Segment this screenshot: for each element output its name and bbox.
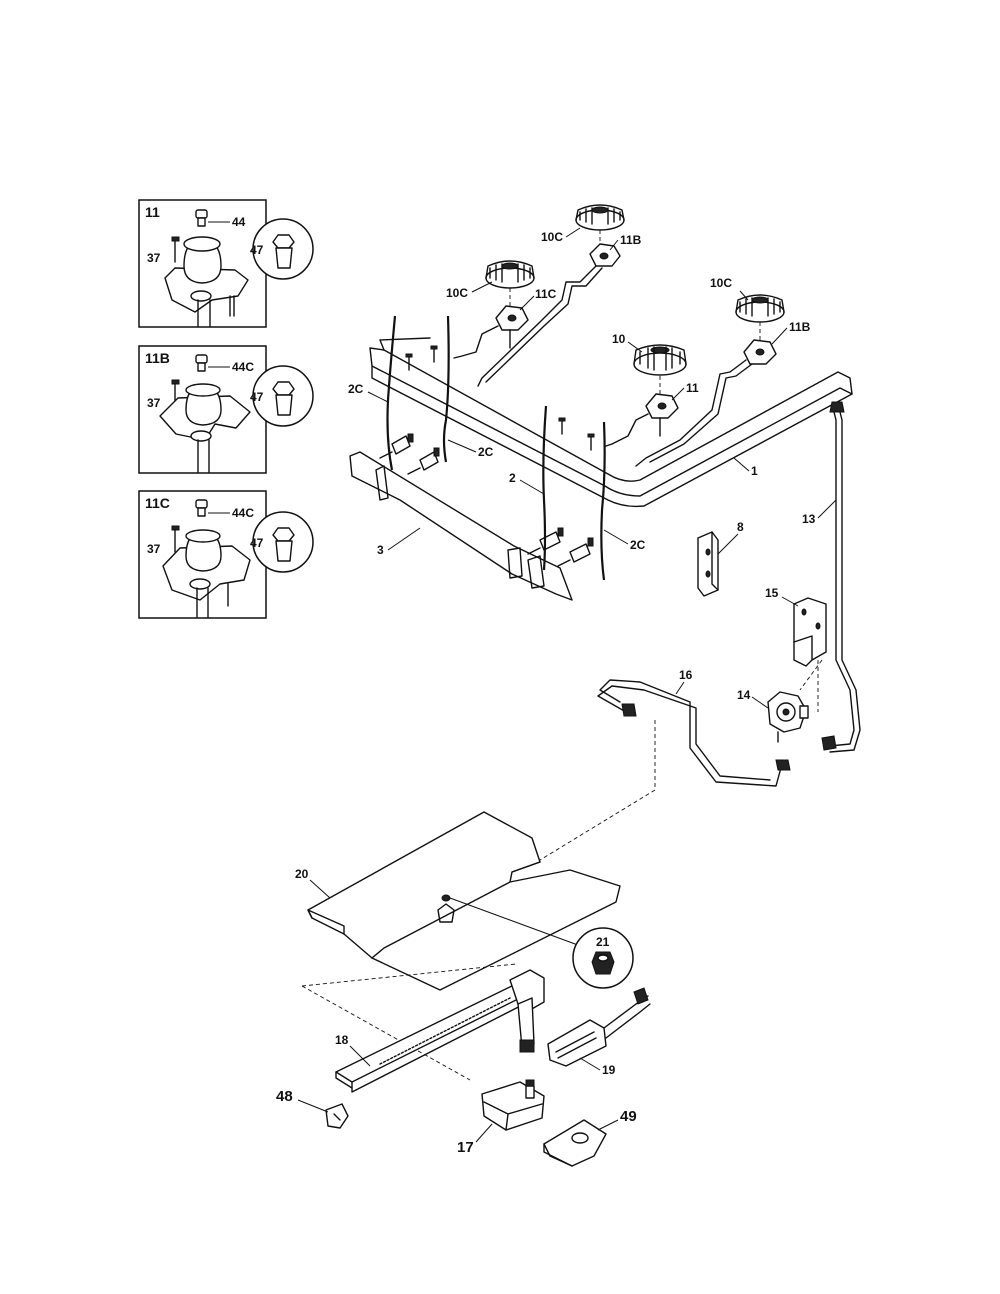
label-1: 1: [751, 464, 758, 478]
label-11: 11: [686, 381, 699, 395]
gas-tube: [635, 359, 747, 467]
burner-cap-10c-right: [735, 294, 785, 323]
label-44c: 44C: [232, 360, 254, 374]
label-8: 8: [737, 520, 744, 534]
label-11b: 11B: [789, 320, 811, 334]
cap-icon: [195, 209, 208, 227]
cap-icon: [195, 499, 208, 517]
inset-title: 11: [145, 204, 160, 220]
bracket-8: [697, 531, 719, 597]
label-44c: 44C: [232, 506, 254, 520]
valve-left-2: [407, 447, 440, 475]
inset-box-11: 11 44 37 47: [138, 199, 314, 328]
inset-box-11c: 11C 44C 37 47: [138, 490, 314, 619]
label-47: 47: [250, 390, 264, 404]
label-14: 14: [737, 688, 751, 702]
label-15: 15: [765, 586, 779, 600]
gas-tube: [477, 265, 597, 387]
label-48: 48: [276, 1088, 293, 1105]
valve-right-2: [557, 537, 594, 567]
manifold-pipe: [369, 337, 853, 508]
label-47: 47: [250, 243, 264, 257]
callouts: 10C 11B 10C 11C 10C 11B 10 11 2C 2C 2C 2…: [276, 227, 837, 1156]
label-11c: 11C: [535, 287, 557, 301]
label-37: 37: [147, 251, 161, 265]
igniter-wire: [386, 315, 606, 581]
label-2c: 2C: [478, 445, 494, 459]
burner-head-11c: [495, 305, 529, 349]
label-44: 44: [232, 215, 246, 229]
gas-tube: [453, 325, 499, 359]
gas-tube: [485, 267, 603, 383]
label-37: 37: [147, 396, 161, 410]
label-37: 37: [147, 542, 161, 556]
label-20: 20: [295, 867, 309, 881]
label-3: 3: [377, 543, 384, 557]
burner-cap-10c-top: [575, 204, 625, 231]
screw-icon: [405, 353, 413, 371]
burner-head-icon: [159, 383, 251, 473]
label-13: 13: [802, 512, 816, 526]
label-10c: 10C: [541, 230, 563, 244]
screw-icon: [171, 525, 180, 553]
burner-cap-10: [633, 344, 687, 376]
cap-icon: [195, 354, 208, 372]
burner-head-11: [645, 393, 679, 437]
broiler-baffle-20: [307, 811, 621, 991]
label-19: 19: [602, 1063, 616, 1077]
orifice-circle: [252, 365, 314, 427]
orifice-circle: [252, 218, 314, 280]
label-2: 2: [509, 471, 516, 485]
screw-icon: [171, 236, 180, 263]
pressure-regulator-14: [767, 691, 809, 743]
label-11b: 11B: [620, 233, 642, 247]
label-17: 17: [457, 1139, 474, 1156]
burner-cap-10c-left: [485, 260, 535, 289]
label-49: 49: [620, 1108, 637, 1125]
gas-tube: [605, 413, 649, 447]
burner-head-icon: [162, 529, 251, 618]
leader-21: [449, 897, 587, 949]
label-2c: 2C: [348, 382, 364, 396]
orifice-circle: [252, 511, 314, 573]
gas-tube: [649, 363, 753, 463]
screw-icon: [430, 345, 438, 363]
burner-head-icon: [164, 236, 249, 327]
gas-tube-16: [597, 679, 791, 787]
valve-left-1: [379, 433, 414, 459]
inset-title: 11B: [145, 350, 170, 366]
label-16: 16: [679, 668, 693, 682]
gas-tube-13: [821, 401, 861, 753]
screw-icon: [587, 433, 595, 451]
screw-icon: [558, 417, 566, 435]
orifice-circle-21: [572, 927, 634, 989]
burner-head-11b-right: [743, 339, 777, 365]
igniter-module-17: [481, 1079, 545, 1131]
label-47: 47: [250, 536, 264, 550]
inset-box-11b: 11B 44C 37 47: [138, 345, 314, 474]
label-10c: 10C: [446, 286, 468, 300]
manifold-bracket: [349, 451, 573, 601]
bracket-48: [325, 1103, 349, 1129]
igniter-19: [547, 987, 651, 1067]
label-2c: 2C: [630, 538, 646, 552]
burner-head-11b-top: [589, 243, 621, 267]
label-10c: 10C: [710, 276, 732, 290]
label-18: 18: [335, 1033, 349, 1047]
burner-18: [335, 969, 545, 1093]
bracket-49: [543, 1119, 607, 1167]
bracket-15: [793, 597, 827, 667]
label-10: 10: [612, 332, 626, 346]
inset-title: 11C: [145, 495, 170, 511]
label-21: 21: [596, 935, 610, 949]
